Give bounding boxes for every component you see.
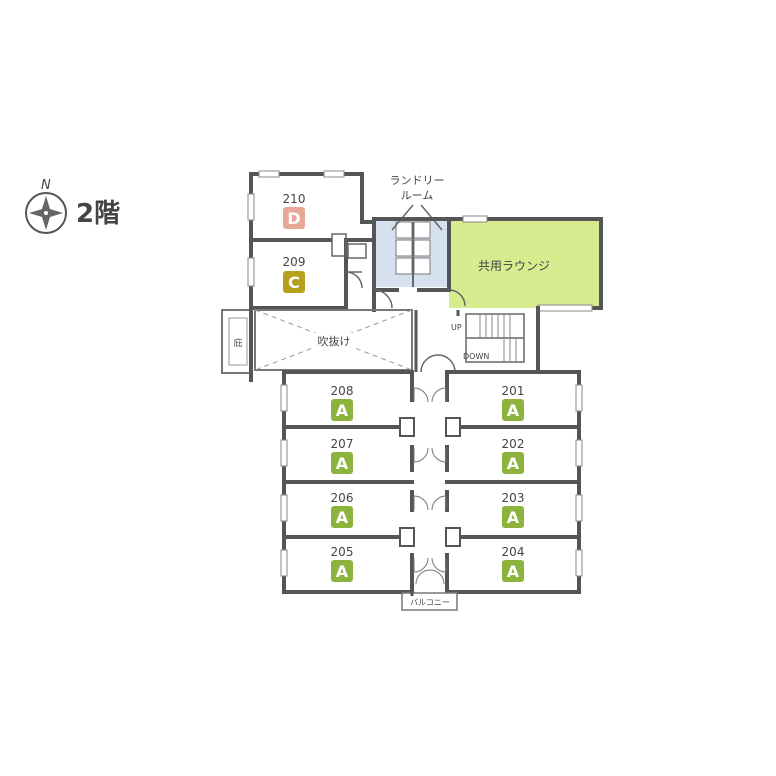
laundry-label-line2: ルーム xyxy=(401,189,434,202)
closet xyxy=(399,417,415,437)
compass-north-label: N xyxy=(41,178,51,193)
room-208-number: 208 xyxy=(331,384,354,398)
window xyxy=(575,384,583,412)
closet xyxy=(445,527,461,547)
room-201-badge xyxy=(502,399,524,421)
room-204-type: A xyxy=(507,562,520,581)
room-209-type: C xyxy=(288,273,300,292)
window xyxy=(247,193,255,221)
room-210-type: D xyxy=(287,209,300,228)
window xyxy=(323,170,345,178)
room-205-type: A xyxy=(336,562,349,581)
window xyxy=(575,439,583,467)
room-206-number: 206 xyxy=(331,491,354,505)
window xyxy=(258,170,280,178)
laundry-machines xyxy=(395,221,431,287)
window xyxy=(280,494,288,522)
room-207-badge xyxy=(331,452,353,474)
eaves-label: 庇 xyxy=(233,337,242,349)
closet xyxy=(399,527,415,547)
room-203-type: A xyxy=(507,508,520,527)
balcony-label: バルコニー xyxy=(410,598,450,607)
room-201-type: A xyxy=(507,401,520,420)
compass-center-icon xyxy=(44,211,48,215)
window xyxy=(537,304,593,312)
laundry-label-line1: ランドリー xyxy=(390,174,445,187)
room-204-number: 204 xyxy=(502,545,525,559)
lounge-label: 共用ラウンジ xyxy=(478,259,550,273)
room-210-badge xyxy=(283,207,305,229)
stairs xyxy=(465,306,540,374)
room-204-badge xyxy=(502,560,524,582)
room-202-type: A xyxy=(507,454,520,473)
room-209-number: 209 xyxy=(283,255,306,269)
room-207-type: A xyxy=(336,454,349,473)
room-205-badge xyxy=(331,560,353,582)
room-208-type: A xyxy=(336,401,349,420)
window xyxy=(247,257,255,287)
room-208-badge xyxy=(331,399,353,421)
window xyxy=(280,439,288,467)
door-swing xyxy=(345,271,363,289)
corridor-door-arc xyxy=(420,354,456,373)
toilet xyxy=(347,243,367,259)
window xyxy=(575,549,583,577)
window xyxy=(462,215,488,223)
door-swings xyxy=(413,387,447,585)
room-203-number: 203 xyxy=(502,491,525,505)
window xyxy=(280,384,288,412)
closet xyxy=(331,233,347,257)
room-205-number: 205 xyxy=(331,545,354,559)
balcony xyxy=(401,592,458,611)
window xyxy=(575,494,583,522)
room-202-number: 202 xyxy=(502,437,525,451)
atrium-label-bg xyxy=(314,333,354,349)
eaves xyxy=(221,305,253,382)
door-swing xyxy=(373,289,393,309)
stairs-up-label: UP xyxy=(451,323,462,332)
atrium-label: 吹抜け xyxy=(318,334,351,348)
common-lounge xyxy=(449,219,601,308)
room-203-badge xyxy=(502,506,524,528)
closet xyxy=(445,417,461,437)
room-207-number: 207 xyxy=(331,437,354,451)
room-209-badge xyxy=(283,271,305,293)
window xyxy=(280,549,288,577)
stairs-down-label: DOWN xyxy=(463,352,489,361)
main-block-walls xyxy=(282,370,581,594)
room-206-type: A xyxy=(336,508,349,527)
room-210-number: 210 xyxy=(283,192,306,206)
compass: N xyxy=(25,178,67,234)
room-202-badge xyxy=(502,452,524,474)
door-swing xyxy=(448,289,466,307)
room-206-badge xyxy=(331,506,353,528)
floor-title: 2階 xyxy=(76,199,120,229)
room-201-number: 201 xyxy=(502,384,525,398)
